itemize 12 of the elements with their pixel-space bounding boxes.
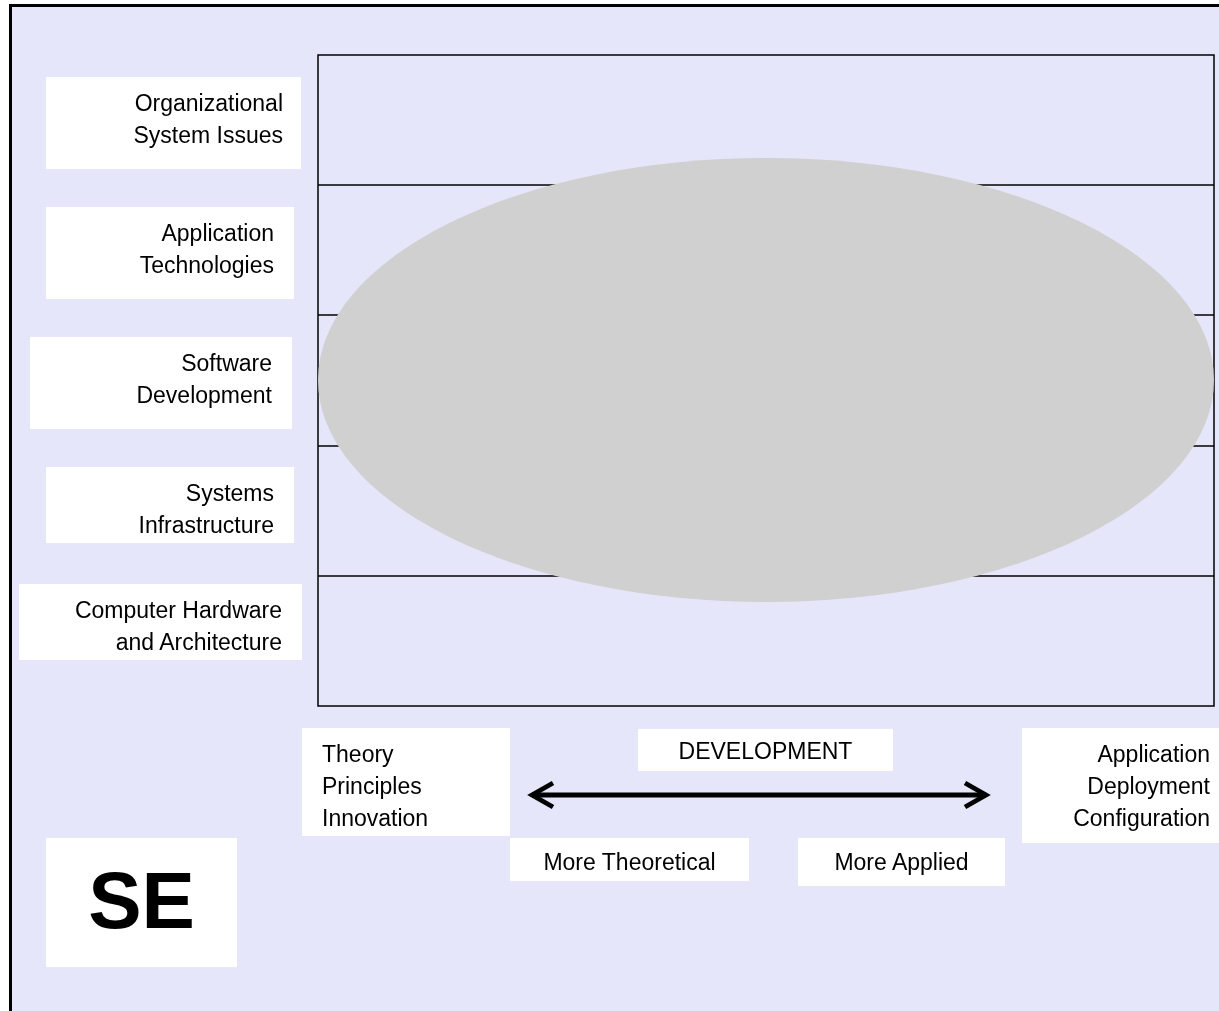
row-label: Organizational System Issues: [46, 77, 301, 169]
scale-end-label: Theory Principles Innovation: [302, 728, 510, 836]
row-label: Systems Infrastructure: [46, 467, 294, 543]
scale-end-label: Application Deployment Configuration: [1022, 728, 1219, 843]
row-label: Application Technologies: [46, 207, 294, 299]
title-badge: SE: [46, 838, 237, 967]
row-label: Computer Hardware and Architecture: [19, 584, 302, 660]
axis-title: DEVELOPMENT: [638, 729, 893, 771]
scale-label: More Applied: [798, 838, 1005, 886]
row-label: Software Development: [30, 337, 292, 429]
scale-label: More Theoretical: [510, 838, 749, 881]
double-arrow: [529, 780, 989, 810]
